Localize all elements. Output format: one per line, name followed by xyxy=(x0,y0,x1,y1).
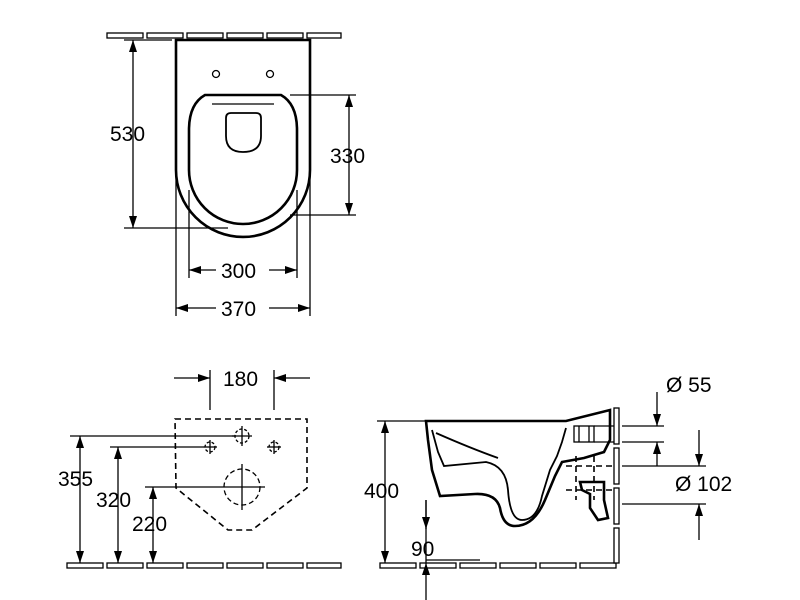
trap-outlet xyxy=(578,480,610,522)
bowl-section-inner xyxy=(431,427,567,521)
front-floor xyxy=(66,562,342,569)
dim-height-lower: 220 xyxy=(132,513,167,536)
dim-length: 530 xyxy=(110,123,145,146)
dim-side-height: 400 xyxy=(364,480,399,503)
front-outline-dashed xyxy=(174,418,308,531)
outlet-pipe-dashed xyxy=(566,456,614,500)
dim-height-upper: 355 xyxy=(58,468,93,491)
seat-rim xyxy=(187,93,299,226)
dim-outer-width: 370 xyxy=(221,298,256,321)
side-floor xyxy=(379,562,617,569)
dim-seat-opening: 330 xyxy=(330,145,365,168)
dim-outlet-diameter: Ø 102 xyxy=(675,473,732,496)
fixing-hole-left xyxy=(211,69,221,79)
fixing-marks xyxy=(203,426,281,510)
dim-height-middle: 320 xyxy=(96,489,131,512)
side-wall xyxy=(613,407,620,564)
rim-channel xyxy=(435,432,499,459)
fixing-hole-right xyxy=(265,69,275,79)
bowl-outline xyxy=(174,38,312,239)
dim-inner-width: 300 xyxy=(221,260,256,283)
top-view: 530 330 300 370 xyxy=(106,32,365,321)
side-view: 400 90 Ø 55 Ø 102 xyxy=(364,374,732,600)
dim-inlet-diameter: Ø 55 xyxy=(666,374,712,397)
top-wall xyxy=(106,32,342,39)
bowl-section-outer xyxy=(424,408,612,528)
front-view: 180 355 320 220 xyxy=(58,368,342,569)
dim-offset: 90 xyxy=(411,538,434,561)
inlet-fitting xyxy=(573,425,614,443)
bowl-well xyxy=(225,112,262,153)
dim-hole-spacing: 180 xyxy=(223,368,258,391)
